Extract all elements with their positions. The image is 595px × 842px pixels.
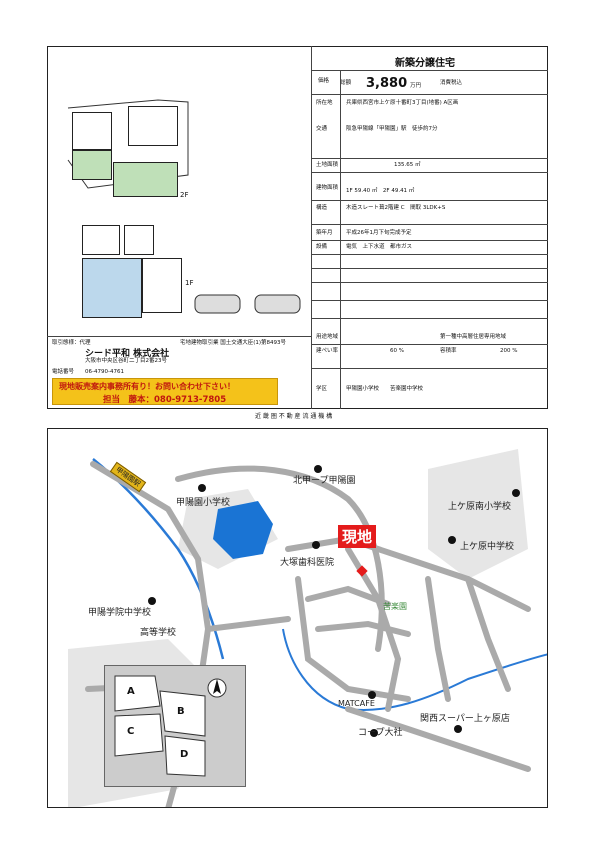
spec-key-1: 交通 bbox=[316, 126, 328, 132]
school-dot-5 bbox=[148, 597, 156, 605]
store-dot-1 bbox=[314, 465, 322, 473]
price-label: 価格 bbox=[318, 78, 330, 84]
school-dot-2 bbox=[512, 489, 520, 497]
lot-c: C bbox=[127, 726, 135, 737]
store-dot-9 bbox=[370, 729, 378, 737]
company-tel-label: 電話番号 bbox=[52, 369, 75, 375]
place-8: 関西スーパー上ヶ原店 bbox=[420, 714, 510, 724]
place-9: コープ大社 bbox=[358, 728, 403, 738]
floor1-label: 1F bbox=[185, 279, 194, 287]
banner-line2: 担当 藤本：080-9713-7805 bbox=[103, 395, 227, 405]
room-1f-d bbox=[142, 258, 182, 313]
banner-line1: 現地販売案内事務所有り！お問い合わせ下さい！ bbox=[59, 382, 235, 391]
room-2f-a bbox=[72, 112, 112, 150]
place-1: 北甲ープ甲陽園 bbox=[293, 476, 356, 486]
company-license: 宅地建物取引業 国土交通大臣(1)第8493号 bbox=[180, 340, 287, 346]
place-7: MATCAFE bbox=[338, 699, 375, 708]
site-label: 現地 bbox=[338, 525, 377, 548]
room-1f-c bbox=[124, 225, 154, 255]
company-tel: 06-4790-4761 bbox=[85, 369, 124, 375]
spec-key-0: 所在地 bbox=[316, 100, 333, 106]
place-6: 高等学校 bbox=[140, 628, 177, 638]
spec-val-8: 60 % bbox=[390, 348, 404, 354]
place-0: 甲陽園小学校 bbox=[176, 498, 231, 508]
price-sub-label: 総額 bbox=[340, 80, 352, 86]
inset-lot-map: A B C D bbox=[104, 665, 246, 787]
spec-key-5: 築年月 bbox=[316, 230, 333, 236]
spec-key-7: 用途地域 bbox=[316, 334, 339, 340]
lot-b: B bbox=[177, 706, 185, 717]
flyer-top bbox=[47, 46, 548, 409]
spec-val-7: 第一種中高層住居専用地域 bbox=[440, 334, 507, 340]
floor2-label: 2F bbox=[180, 191, 189, 199]
listing-title: 新築分譲住宅 bbox=[395, 58, 455, 69]
spec-key-4: 構造 bbox=[316, 205, 328, 211]
inset-lines bbox=[114, 675, 227, 777]
spec-val-5: 平成26年1月下旬完成予定 bbox=[346, 230, 412, 236]
school-dot-0 bbox=[198, 484, 206, 492]
spec-key-3: 建物面積 bbox=[316, 185, 339, 191]
spec-val-4: 木造スレート葺2階建 C 間取 3LDK+S bbox=[346, 205, 446, 211]
place-2: 上ケ原南小学校 bbox=[448, 502, 512, 512]
store-dot-8 bbox=[454, 725, 462, 733]
price-unit: 万円 bbox=[410, 83, 422, 89]
footer-caption: 近 畿 圏 不 動 産 流 通 機 構 bbox=[255, 413, 333, 420]
company-role: 取引態様：代理 bbox=[52, 340, 91, 346]
spec-key-10: 学区 bbox=[316, 386, 328, 392]
spec-val-9: 200 % bbox=[500, 348, 518, 354]
spec-key-8: 建ぺい率 bbox=[316, 348, 339, 354]
room-2f-c bbox=[113, 162, 178, 197]
floor2-plan bbox=[58, 90, 208, 200]
cafe-dot-7 bbox=[368, 691, 376, 699]
floor1-plan bbox=[72, 213, 192, 323]
school-dot-3 bbox=[448, 536, 456, 544]
place-4: 大塚歯科医院 bbox=[280, 558, 335, 568]
spec-val-3: 1F 59.40 ㎡ 2F 49.41 ㎡ bbox=[346, 188, 415, 194]
parking-cars bbox=[194, 294, 301, 314]
spec-val-6: 電気 上下水道 都市ガス bbox=[346, 244, 413, 250]
spec-val-1: 阪急甲陽線「甲陽園」駅 徒歩約7分 bbox=[346, 126, 438, 132]
price-value: 3,880 bbox=[366, 76, 408, 91]
place-5: 甲陽学院中学校 bbox=[88, 608, 152, 618]
place-3: 上ケ原中学校 bbox=[460, 542, 515, 552]
spec-key-6: 設備 bbox=[316, 244, 328, 250]
lot-a: A bbox=[127, 686, 135, 697]
price-note: 消費税込 bbox=[440, 80, 463, 86]
spec-key-2: 土地面積 bbox=[316, 162, 339, 168]
floor2-lines bbox=[67, 99, 189, 189]
room-1f-ldk bbox=[82, 258, 142, 318]
clinic-dot-4 bbox=[312, 541, 320, 549]
room-1f-b bbox=[82, 225, 120, 255]
spec-val-2: 135.65 ㎡ bbox=[394, 162, 421, 168]
company-address: 大阪市中央区谷町二丁目2番23号 bbox=[85, 358, 167, 364]
balcony-2f bbox=[72, 150, 112, 180]
room-2f-b bbox=[128, 106, 178, 146]
place-10: 苦楽園 bbox=[383, 602, 407, 611]
contact-banner: 現地販売案内事務所有り！お問い合わせ下さい！ 担当 藤本：080-9713-78… bbox=[52, 378, 278, 405]
company-name: シード平和 株式会社 bbox=[85, 349, 170, 359]
spec-val-10: 甲陽園小学校 苦楽園中学校 bbox=[346, 386, 424, 392]
area-map: 甲陽園駅 現地 甲陽園小学校 北甲ープ甲陽園 上ケ原南小学校 上ケ原中学校 大塚… bbox=[47, 428, 548, 808]
lot-d: D bbox=[180, 749, 189, 760]
spec-val-0: 兵庫県西宮市上ケ原十番町3丁目(地番) A区画 bbox=[346, 100, 459, 106]
spec-key-9: 容積率 bbox=[440, 348, 457, 354]
